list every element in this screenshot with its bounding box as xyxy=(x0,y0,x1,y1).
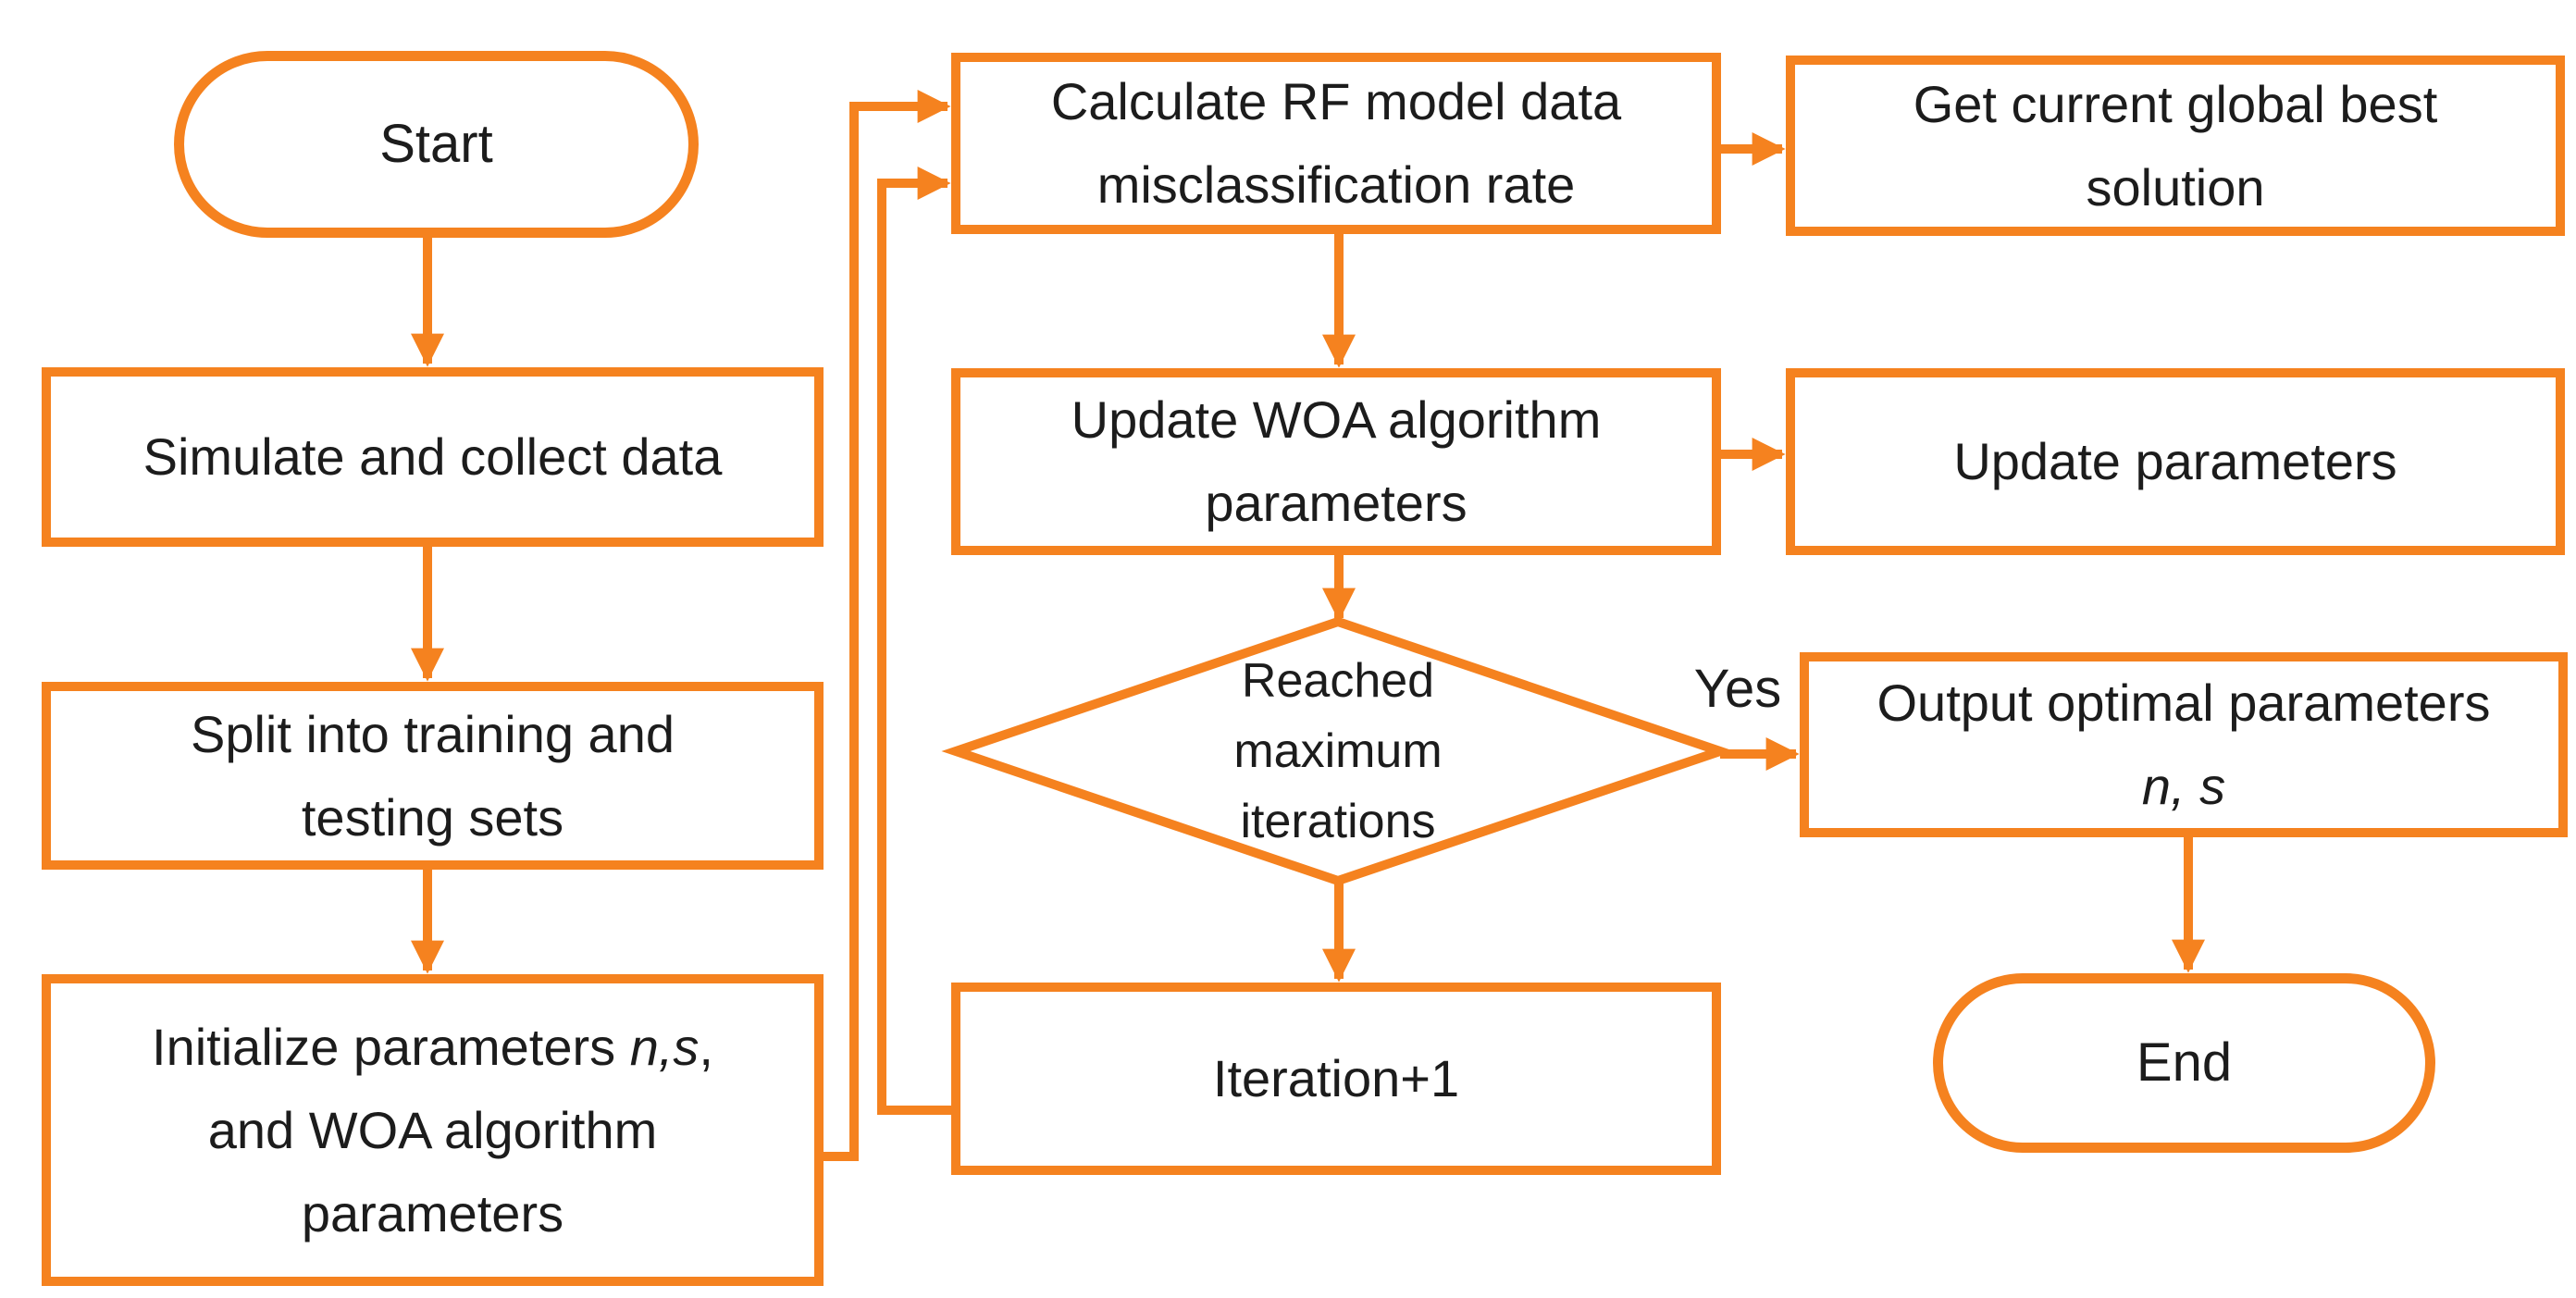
get-best-label-line1: Get current global best xyxy=(1913,74,2438,133)
edge-initialize-to-calculate xyxy=(824,90,951,1161)
decision-label-line3: iterations xyxy=(1240,795,1436,848)
output-label-line2: n, s xyxy=(2141,757,2226,815)
update-woa-node: Update WOA algorithm parameters xyxy=(951,368,1721,555)
split-label-line2: testing sets xyxy=(301,787,564,847)
decision-label-line1: Reached xyxy=(1241,654,1435,708)
initialize-label-line1: Initialize parameters n,s, xyxy=(152,1006,713,1089)
initialize-label-line3: parameters xyxy=(301,1183,564,1242)
calculate-node: Calculate RF model data misclassificatio… xyxy=(951,53,1721,234)
simulate-node: Simulate and collect data xyxy=(42,367,824,547)
update-woa-label-line1: Update WOA algorithm xyxy=(1071,390,1602,449)
decision-diamond-shape xyxy=(941,616,1735,886)
update-woa-label-line2: parameters xyxy=(1205,474,1468,532)
simulate-label: Simulate and collect data xyxy=(142,427,723,486)
end-node: End xyxy=(1933,973,2435,1153)
get-best-node: Get current global best solution xyxy=(1786,56,2565,236)
initialize-label-line2: and WOA algorithm xyxy=(207,1100,658,1159)
split-node: Split into training and testing sets xyxy=(42,682,824,870)
start-node: Start xyxy=(174,51,699,238)
edge-iteration-to-calculate xyxy=(877,167,953,1115)
initialize-line1-prefix: Initialize parameters xyxy=(152,1017,630,1076)
decision-label-line2: maximum xyxy=(1233,724,1443,778)
end-label: End xyxy=(2136,1032,2233,1093)
iteration-label: Iteration+1 xyxy=(1212,1049,1460,1107)
calculate-label-line1: Calculate RF model data xyxy=(1050,72,1622,130)
initialize-line1-suffix: , xyxy=(699,1017,713,1076)
update-params-node: Update parameters xyxy=(1786,368,2565,555)
start-label: Start xyxy=(379,114,493,174)
update-params-label: Update parameters xyxy=(1953,432,2397,490)
yes-branch-label: Yes xyxy=(1693,659,1782,719)
calculate-label-line2: misclassification rate xyxy=(1096,155,1576,214)
iteration-node: Iteration+1 xyxy=(951,983,1721,1175)
split-label-line1: Split into training and xyxy=(190,704,675,763)
output-label-line1: Output optimal parameters xyxy=(1876,674,2491,732)
output-node: Output optimal parameters n, s xyxy=(1800,652,2568,837)
decision-node: Reached maximum iterations xyxy=(1048,638,1628,864)
get-best-label-line2: solution xyxy=(2086,157,2265,216)
initialize-node: Initialize parameters n,s, and WOA algor… xyxy=(42,974,824,1286)
initialize-line1-params: n,s xyxy=(629,1017,700,1076)
